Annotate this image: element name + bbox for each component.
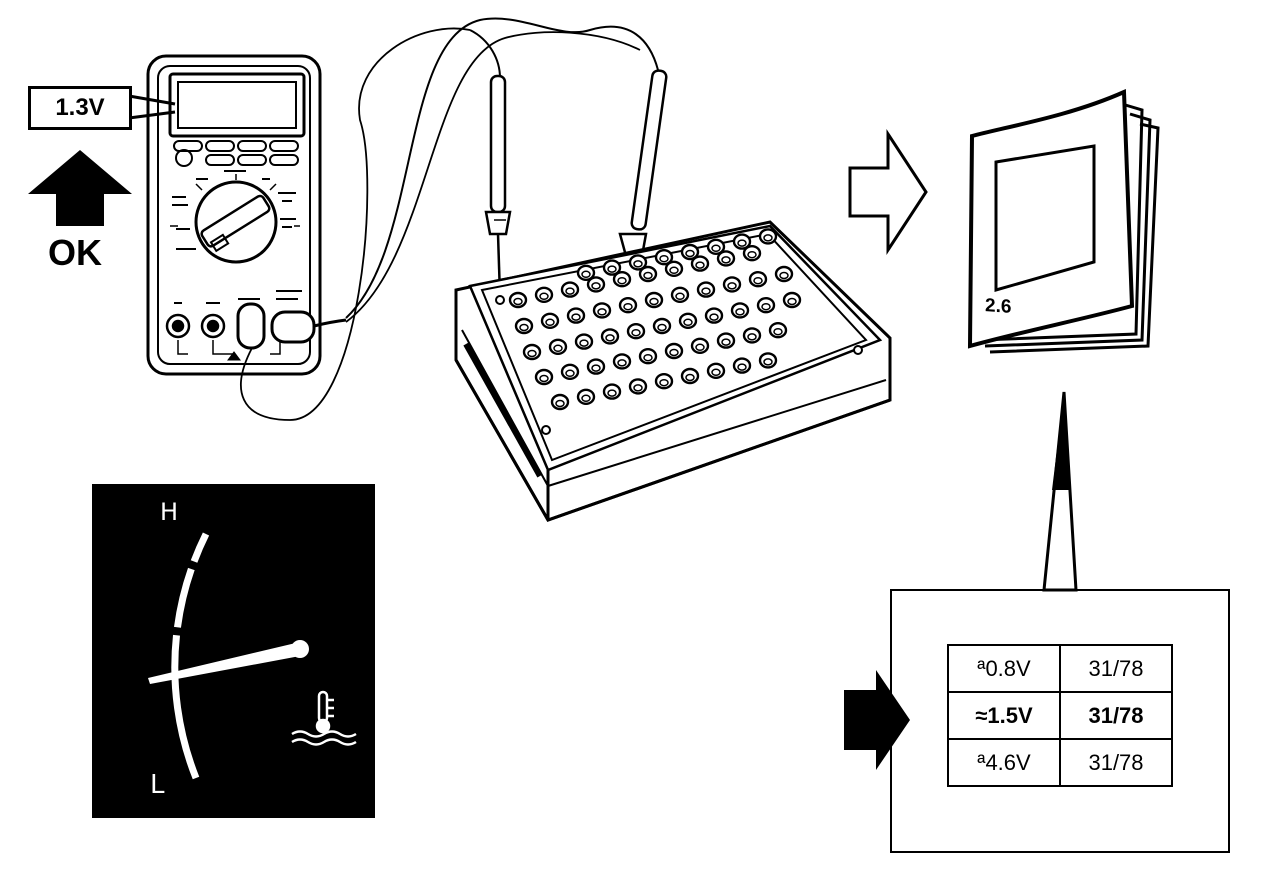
breakout-socket-hole	[695, 343, 705, 352]
display-callout-pointer	[128, 94, 176, 120]
test-lead-wires	[240, 17, 668, 421]
breakout-socket-hole	[747, 250, 757, 259]
ok-up-arrow	[28, 150, 132, 226]
breakout-socket-hole	[669, 266, 679, 275]
breakout-socket-hole	[565, 369, 575, 378]
gauge-low-label: L	[150, 770, 165, 800]
breakout-socket-hole	[605, 334, 615, 342]
gauge-needle	[148, 642, 306, 684]
test-lead-plugs	[236, 302, 347, 350]
ok-status-label: OK	[48, 232, 102, 273]
breakout-socket-hole	[527, 349, 537, 358]
breakout-socket-hole	[657, 323, 667, 332]
voltage-cell: ≈1.5V	[947, 691, 1061, 740]
breakout-socket-hole	[763, 358, 773, 366]
breakout-socket-hole	[659, 378, 669, 387]
breakout-socket-hole	[709, 313, 719, 321]
highlight-row-arrow	[844, 670, 910, 770]
breakout-socket-hole	[643, 353, 653, 362]
breakout-socket-hole	[685, 373, 695, 382]
breakout-socket-hole	[633, 260, 643, 268]
breakout-socket-hole	[591, 282, 601, 290]
breakout-socket-hole	[659, 254, 669, 263]
breakout-socket-hole	[701, 287, 711, 295]
breakout-socket-hole	[779, 271, 789, 280]
breakout-socket-hole	[747, 333, 757, 341]
specification-callout-box	[890, 589, 1230, 853]
breakout-socket-hole	[675, 292, 685, 301]
manual-section-label: 2.6	[985, 295, 1012, 318]
breakout-socket-hole	[737, 363, 747, 371]
breakout-socket-hole	[695, 261, 705, 269]
breakout-socket-hole	[649, 297, 659, 306]
voltage-cell: ª0.8V	[947, 644, 1061, 693]
breakout-socket-hole	[787, 297, 797, 306]
multimeter	[146, 54, 347, 376]
breakout-socket-hole	[519, 323, 529, 332]
breakout-socket-hole	[763, 234, 773, 242]
coolant-temperature-icon	[291, 690, 357, 746]
spec-callout-pointer	[1042, 391, 1078, 592]
test-probe-left	[484, 74, 512, 297]
breakout-socket-hole	[735, 308, 745, 316]
breakout-socket-hole	[579, 339, 589, 347]
multimeter-buttons	[173, 140, 299, 167]
breakout-socket-hole	[683, 318, 693, 327]
breakout-socket-hole	[753, 276, 763, 285]
breakout-socket-hole	[721, 338, 731, 346]
multimeter-reading-callout: 1.3V	[28, 86, 132, 130]
table-row: ª0.8V 31/78	[947, 644, 1173, 693]
multimeter-reading: 1.3V	[55, 94, 105, 121]
breakout-socket-hole	[737, 239, 747, 247]
breakout-socket-hole	[617, 276, 627, 285]
service-manual-book	[967, 88, 1160, 354]
reference-cell: 31/78	[1059, 691, 1173, 740]
breakout-socket-hole	[633, 384, 643, 392]
reference-cell: 31/78	[1059, 644, 1173, 693]
table-row-highlighted: ≈1.5V 31/78	[947, 691, 1173, 740]
breakout-socket-hole	[607, 265, 617, 273]
breakout-socket-hole	[631, 328, 641, 337]
voltage-cell: ª4.6V	[947, 738, 1061, 787]
hollow-right-arrow	[848, 128, 928, 256]
breakout-socket-hole	[711, 368, 721, 377]
reference-cell: 31/78	[1059, 738, 1173, 787]
breakout-socket-hole	[721, 256, 731, 264]
breakout-socket-hole	[565, 287, 575, 295]
breakout-socket-hole	[607, 389, 617, 397]
gauge-high-label: H	[160, 498, 179, 526]
breakout-socket-hole	[643, 271, 653, 280]
breakout-socket-hole	[539, 292, 549, 301]
breakout-socket-hole	[617, 359, 627, 367]
breakout-socket-hole	[685, 249, 695, 258]
breakout-socket-hole	[581, 394, 591, 403]
table-row: ª4.6V 31/78	[947, 738, 1173, 787]
breakout-socket-hole	[623, 302, 633, 311]
specification-table: ª0.8V 31/78 ≈1.5V 31/78 ª4.6V 31/78	[947, 644, 1173, 787]
multimeter-display	[168, 72, 306, 138]
breakout-socket-hole	[539, 374, 549, 383]
breakout-socket-hole	[513, 297, 523, 306]
breakout-socket-hole	[711, 244, 721, 253]
breakout-socket-hole	[761, 302, 771, 311]
rotary-selector-dial	[194, 180, 278, 264]
breakout-socket-hole	[591, 364, 601, 372]
breakout-socket-hole	[555, 399, 565, 408]
breakout-socket-hole	[727, 282, 737, 290]
breakout-socket-hole	[553, 344, 563, 353]
coolant-temperature-gauge	[92, 484, 375, 818]
breakout-socket-hole	[571, 313, 581, 321]
breakout-socket-hole	[669, 348, 679, 357]
breakout-box-sockets	[508, 228, 802, 411]
breakout-socket-hole	[545, 318, 555, 327]
breakout-socket-hole	[773, 327, 783, 336]
breakout-socket-hole	[581, 270, 591, 279]
breakout-socket-hole	[597, 308, 607, 316]
